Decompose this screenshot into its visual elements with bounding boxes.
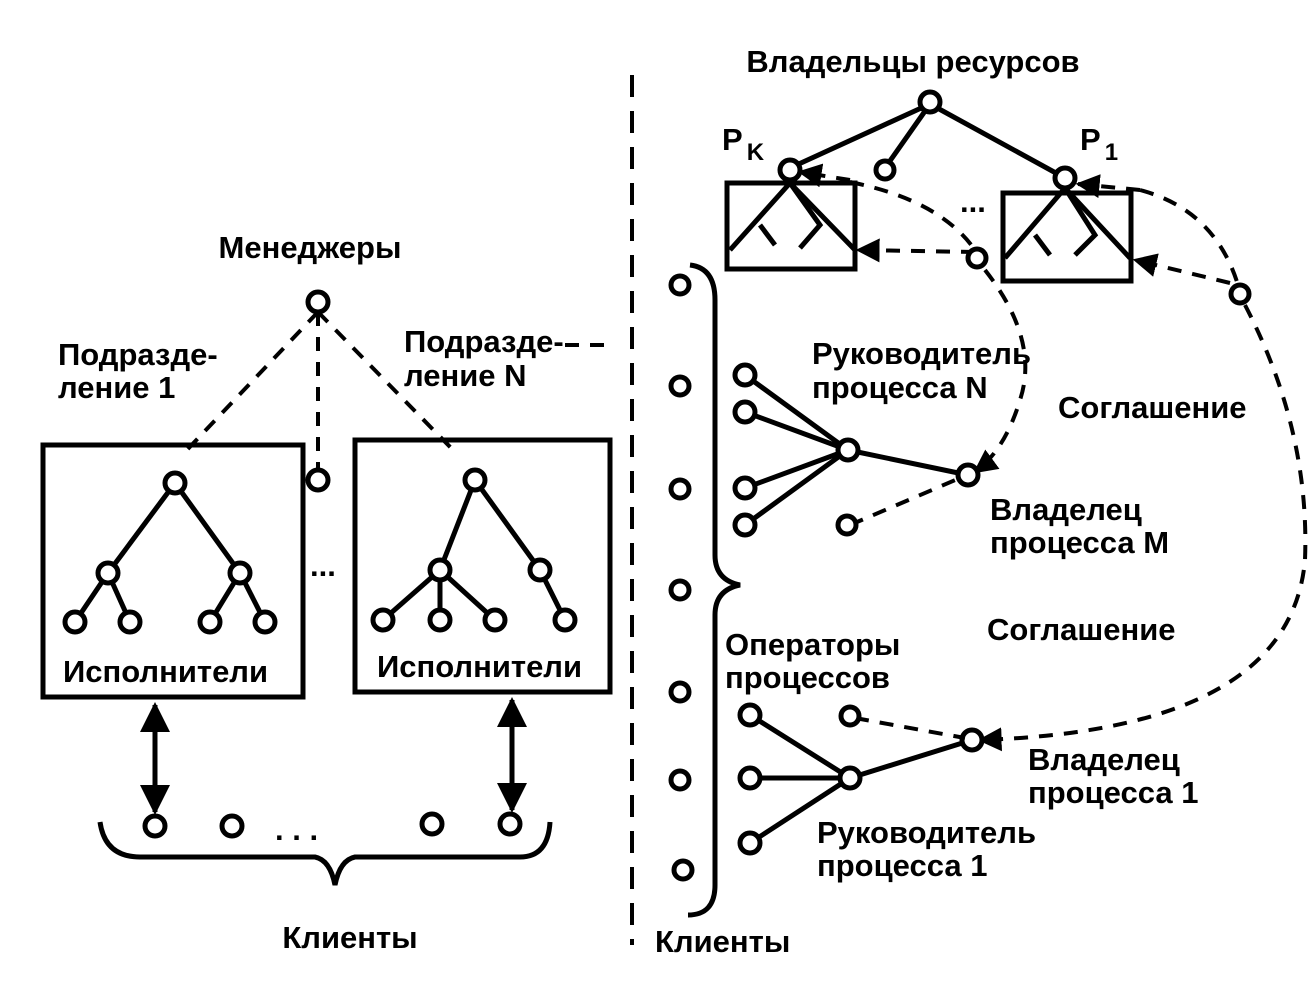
division-1-tree [62,470,278,635]
clients-ellipsis: . . . [275,812,318,847]
agreement-label-2: Соглашение [987,612,1176,647]
resource-owners-label: Владельцы ресурсов [746,44,1079,79]
process-n-group [732,362,981,538]
agreement-node-n [965,246,989,270]
p1-arrow [1075,174,1141,199]
left-panel: Менеджеры Подразде- ление 1 Подразде- ле… [40,230,613,955]
owner-process-1-line1: Владелец [1028,742,1180,777]
manager-link-division-1 [183,310,320,454]
owners-link-p1 [928,101,1067,181]
head-process-n-node [835,437,861,463]
agreement-arrow-p1-box [1132,253,1231,285]
manager-link-division-n [316,310,457,454]
pk-dashed-link [849,180,977,252]
pk-tree-outer [728,179,857,252]
p1-tree-outer [1003,184,1132,260]
owner-process-1-node [959,727,985,753]
head-process-1-line1: Руководитель [817,815,1036,850]
resource-p1-node [1052,165,1078,191]
agreement-arrow-pk-box [855,238,976,263]
process-operators-line2: процессов [725,660,890,695]
head-process-1-line2: процесса 1 [817,848,987,883]
resource-pk-box [724,180,858,272]
division-n-label-line1: Подразде- [404,324,564,359]
process-operators-line1: Операторы [725,627,900,662]
process-1-group [737,702,985,856]
right-clients-brace [687,262,741,918]
resource-owner-root [917,89,943,115]
agreement-curve-1 [977,304,1308,752]
agreement-curve-m [973,268,1028,474]
owner-process-m-node [955,462,981,488]
head-process-n-line2: процесса N [812,370,988,405]
owner-process-m-line1: Владелец [990,492,1142,527]
owner-process-m-line2: процесса M [990,525,1169,560]
head-process-1-node [837,765,863,791]
division-n-label-line2: ление N [404,358,527,393]
resource-pk-node [777,157,803,183]
owners-link-mid [882,102,933,170]
resource-boxes-ellipsis: ... [960,184,986,219]
performers-label-2: Исполнители [377,649,582,684]
owners-link-pk [788,101,932,171]
division-n-box [352,437,613,695]
manager-extra-node [305,467,331,493]
left-clients [142,811,523,839]
right-clients-label: Клиенты [655,924,790,959]
right-clients [668,273,695,882]
performers-label-1: Исполнители [63,654,268,689]
resource-owner-middle [873,158,897,182]
division-1-label-line1: Подразде- [58,337,218,372]
head-process-n-line1: Руководитель [812,336,1031,371]
boxes-ellipsis: ... [310,548,336,583]
owner-process-1-line2: процесса 1 [1028,775,1198,810]
managers-label: Менеджеры [219,230,402,265]
p1-dashed-link [1139,188,1240,286]
left-clients-label: Клиенты [282,920,417,955]
left-clients-brace [97,821,553,886]
division-1-box [40,442,306,700]
agreement-node-1 [1228,282,1252,306]
pk-arrow [797,163,851,188]
division-1-label-line2: ление 1 [58,370,175,405]
manager-node [305,289,331,315]
division-n-tree [370,467,578,633]
agreement-label-1: Соглашение [1058,390,1247,425]
